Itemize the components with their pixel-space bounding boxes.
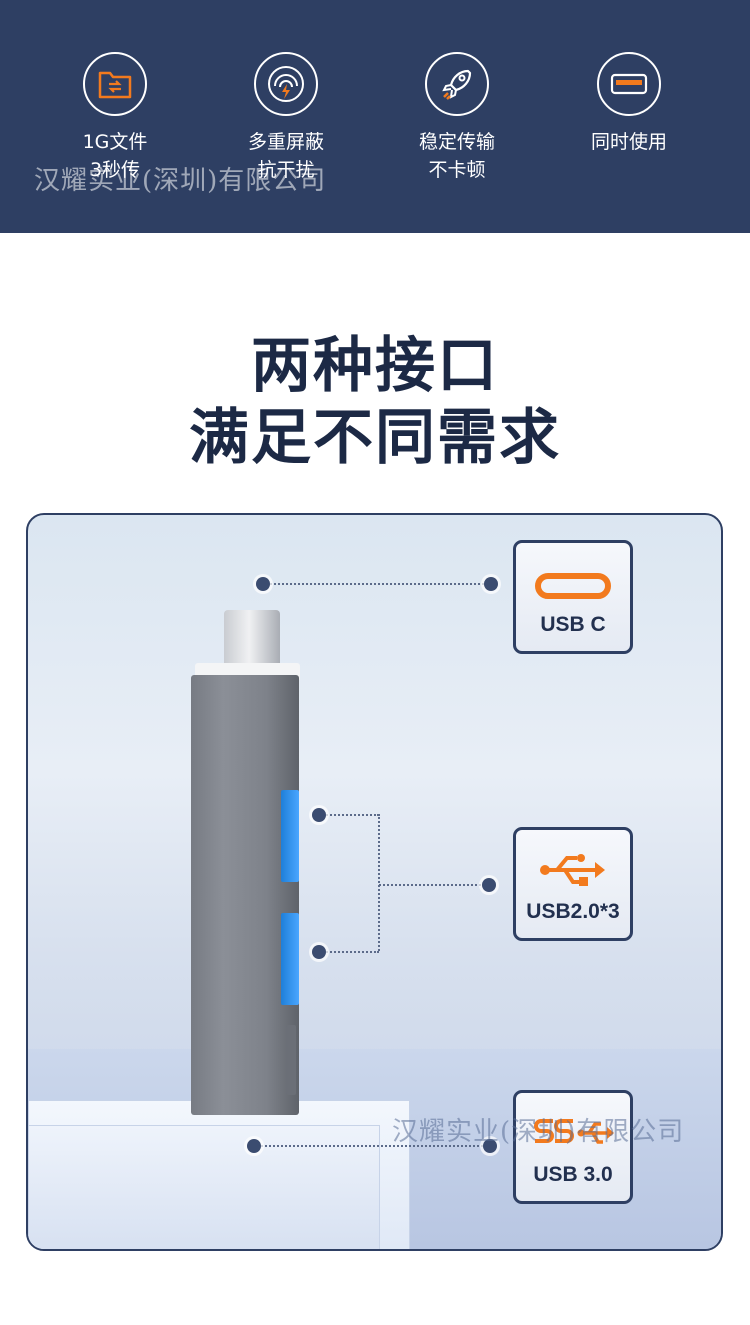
usb-hub-body — [191, 675, 299, 1115]
feature-line2: 抗干扰 — [257, 159, 315, 181]
feature-band: 1G文件 3秒传 多重屏蔽 抗干扰 稳定传输 — [0, 0, 750, 233]
feature-line1: 1G文件 — [82, 131, 148, 153]
connector-line — [379, 884, 489, 886]
connector-dot — [484, 577, 498, 591]
display-pedestal-step — [28, 1125, 380, 1249]
connector-line — [378, 814, 380, 951]
connector-line — [254, 1145, 490, 1147]
port-card-usb3: USB 3.0 — [513, 1090, 633, 1204]
feature-stable-transfer: 稳定传输 不卡顿 — [372, 52, 542, 184]
feature-shielding: 多重屏蔽 抗干扰 — [201, 52, 371, 184]
page-headline: 两种接口 满足不同需求 — [0, 330, 750, 474]
connector-dot — [483, 1139, 497, 1153]
feature-line1: 同时使用 — [590, 131, 667, 153]
port-card-usb-c: USB C — [513, 540, 633, 654]
shield-signal-icon — [254, 52, 318, 116]
connector-dot — [482, 878, 496, 892]
feature-line1: 稳定传输 — [418, 131, 495, 153]
port-label: USB C — [540, 613, 606, 636]
feature-line2: 3秒传 — [89, 159, 141, 181]
feature-line1: 多重屏蔽 — [247, 131, 324, 153]
connector-line — [263, 583, 491, 585]
connector-dot — [247, 1139, 261, 1153]
headline-line1: 两种接口 — [251, 331, 499, 401]
feature-file-speed: 1G文件 3秒传 — [30, 52, 200, 184]
file-transfer-icon — [83, 52, 147, 116]
port-label: USB 3.0 — [533, 1163, 613, 1186]
usb-c-plug — [224, 610, 280, 670]
rocket-icon — [425, 52, 489, 116]
connector-dot — [312, 808, 326, 822]
connector-dot — [256, 577, 270, 591]
connector-line — [319, 814, 379, 816]
usb-port-icon — [597, 52, 661, 116]
watermark-text: 汉耀实业(深圳)有限公司 — [392, 1117, 685, 1147]
usb-side-port — [286, 1025, 296, 1095]
product-panel: USB C USB2.0*3 — [26, 513, 723, 1251]
watermark-text: 汉耀实业(深圳)有限公司 — [34, 166, 327, 196]
usb-a-port — [281, 913, 299, 1005]
feature-simultaneous: 同时使用 — [544, 52, 714, 156]
headline-line2: 满足不同需求 — [189, 403, 561, 473]
usb-ss-icon — [534, 1119, 614, 1144]
usb-trident-icon — [540, 854, 605, 886]
port-card-usb2: USB2.0*3 — [513, 827, 633, 941]
connector-line — [319, 951, 379, 953]
port-label: USB2.0*3 — [526, 900, 620, 923]
connector-dot — [312, 945, 326, 959]
feature-line2: 不卡顿 — [428, 159, 486, 181]
usb-c-icon — [535, 573, 611, 599]
usb-a-port — [281, 790, 299, 882]
